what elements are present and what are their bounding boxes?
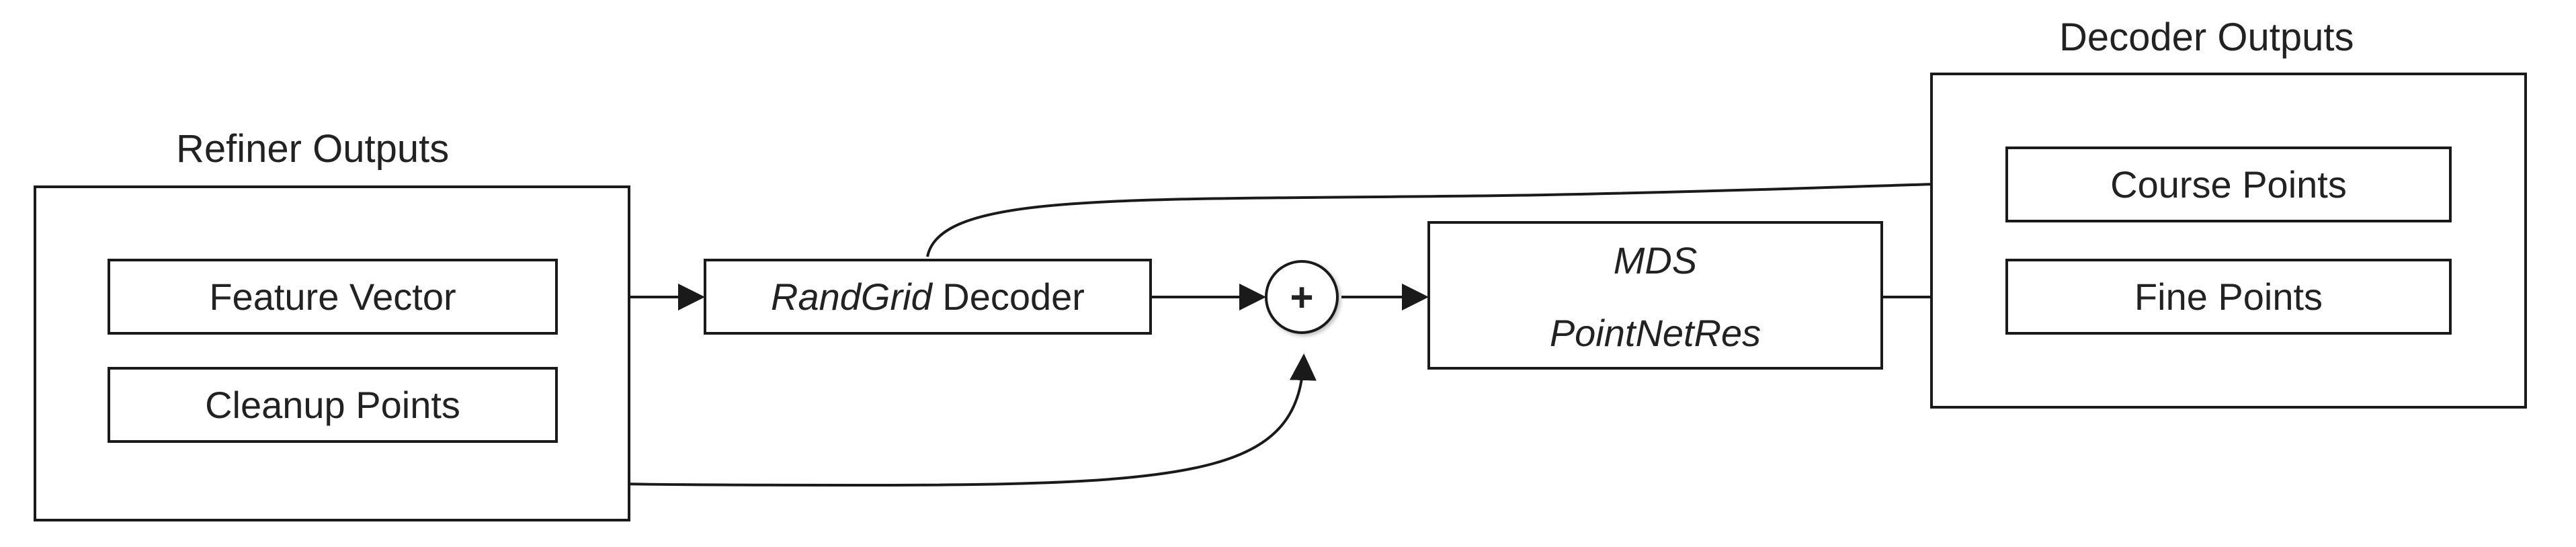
sum-node: + bbox=[1265, 260, 1339, 334]
cleanup-points-node: Cleanup Points bbox=[108, 367, 558, 443]
decoder-outputs-title: Decoder Outputs bbox=[2059, 15, 2354, 59]
feature-vector-node: Feature Vector bbox=[108, 259, 558, 335]
refiner-outputs-group bbox=[34, 185, 630, 521]
decoder-outputs-group bbox=[1930, 73, 2527, 409]
mds-label: MDS bbox=[1613, 239, 1698, 282]
refiner-outputs-title: Refiner Outputs bbox=[176, 127, 450, 171]
randgrid-label: RandGrid bbox=[771, 276, 932, 318]
fine-points-node: Fine Points bbox=[2005, 259, 2452, 335]
randgrid-decoder-node: RandGrid Decoder bbox=[704, 259, 1152, 335]
mds-pointnetres-node bbox=[1427, 221, 1883, 370]
edge-decoder-to-course bbox=[926, 169, 2007, 257]
decoder-label: Decoder bbox=[931, 276, 1085, 318]
course-points-node: Course Points bbox=[2005, 146, 2452, 222]
pointnetres-label: PointNetRes bbox=[1549, 311, 1761, 354]
